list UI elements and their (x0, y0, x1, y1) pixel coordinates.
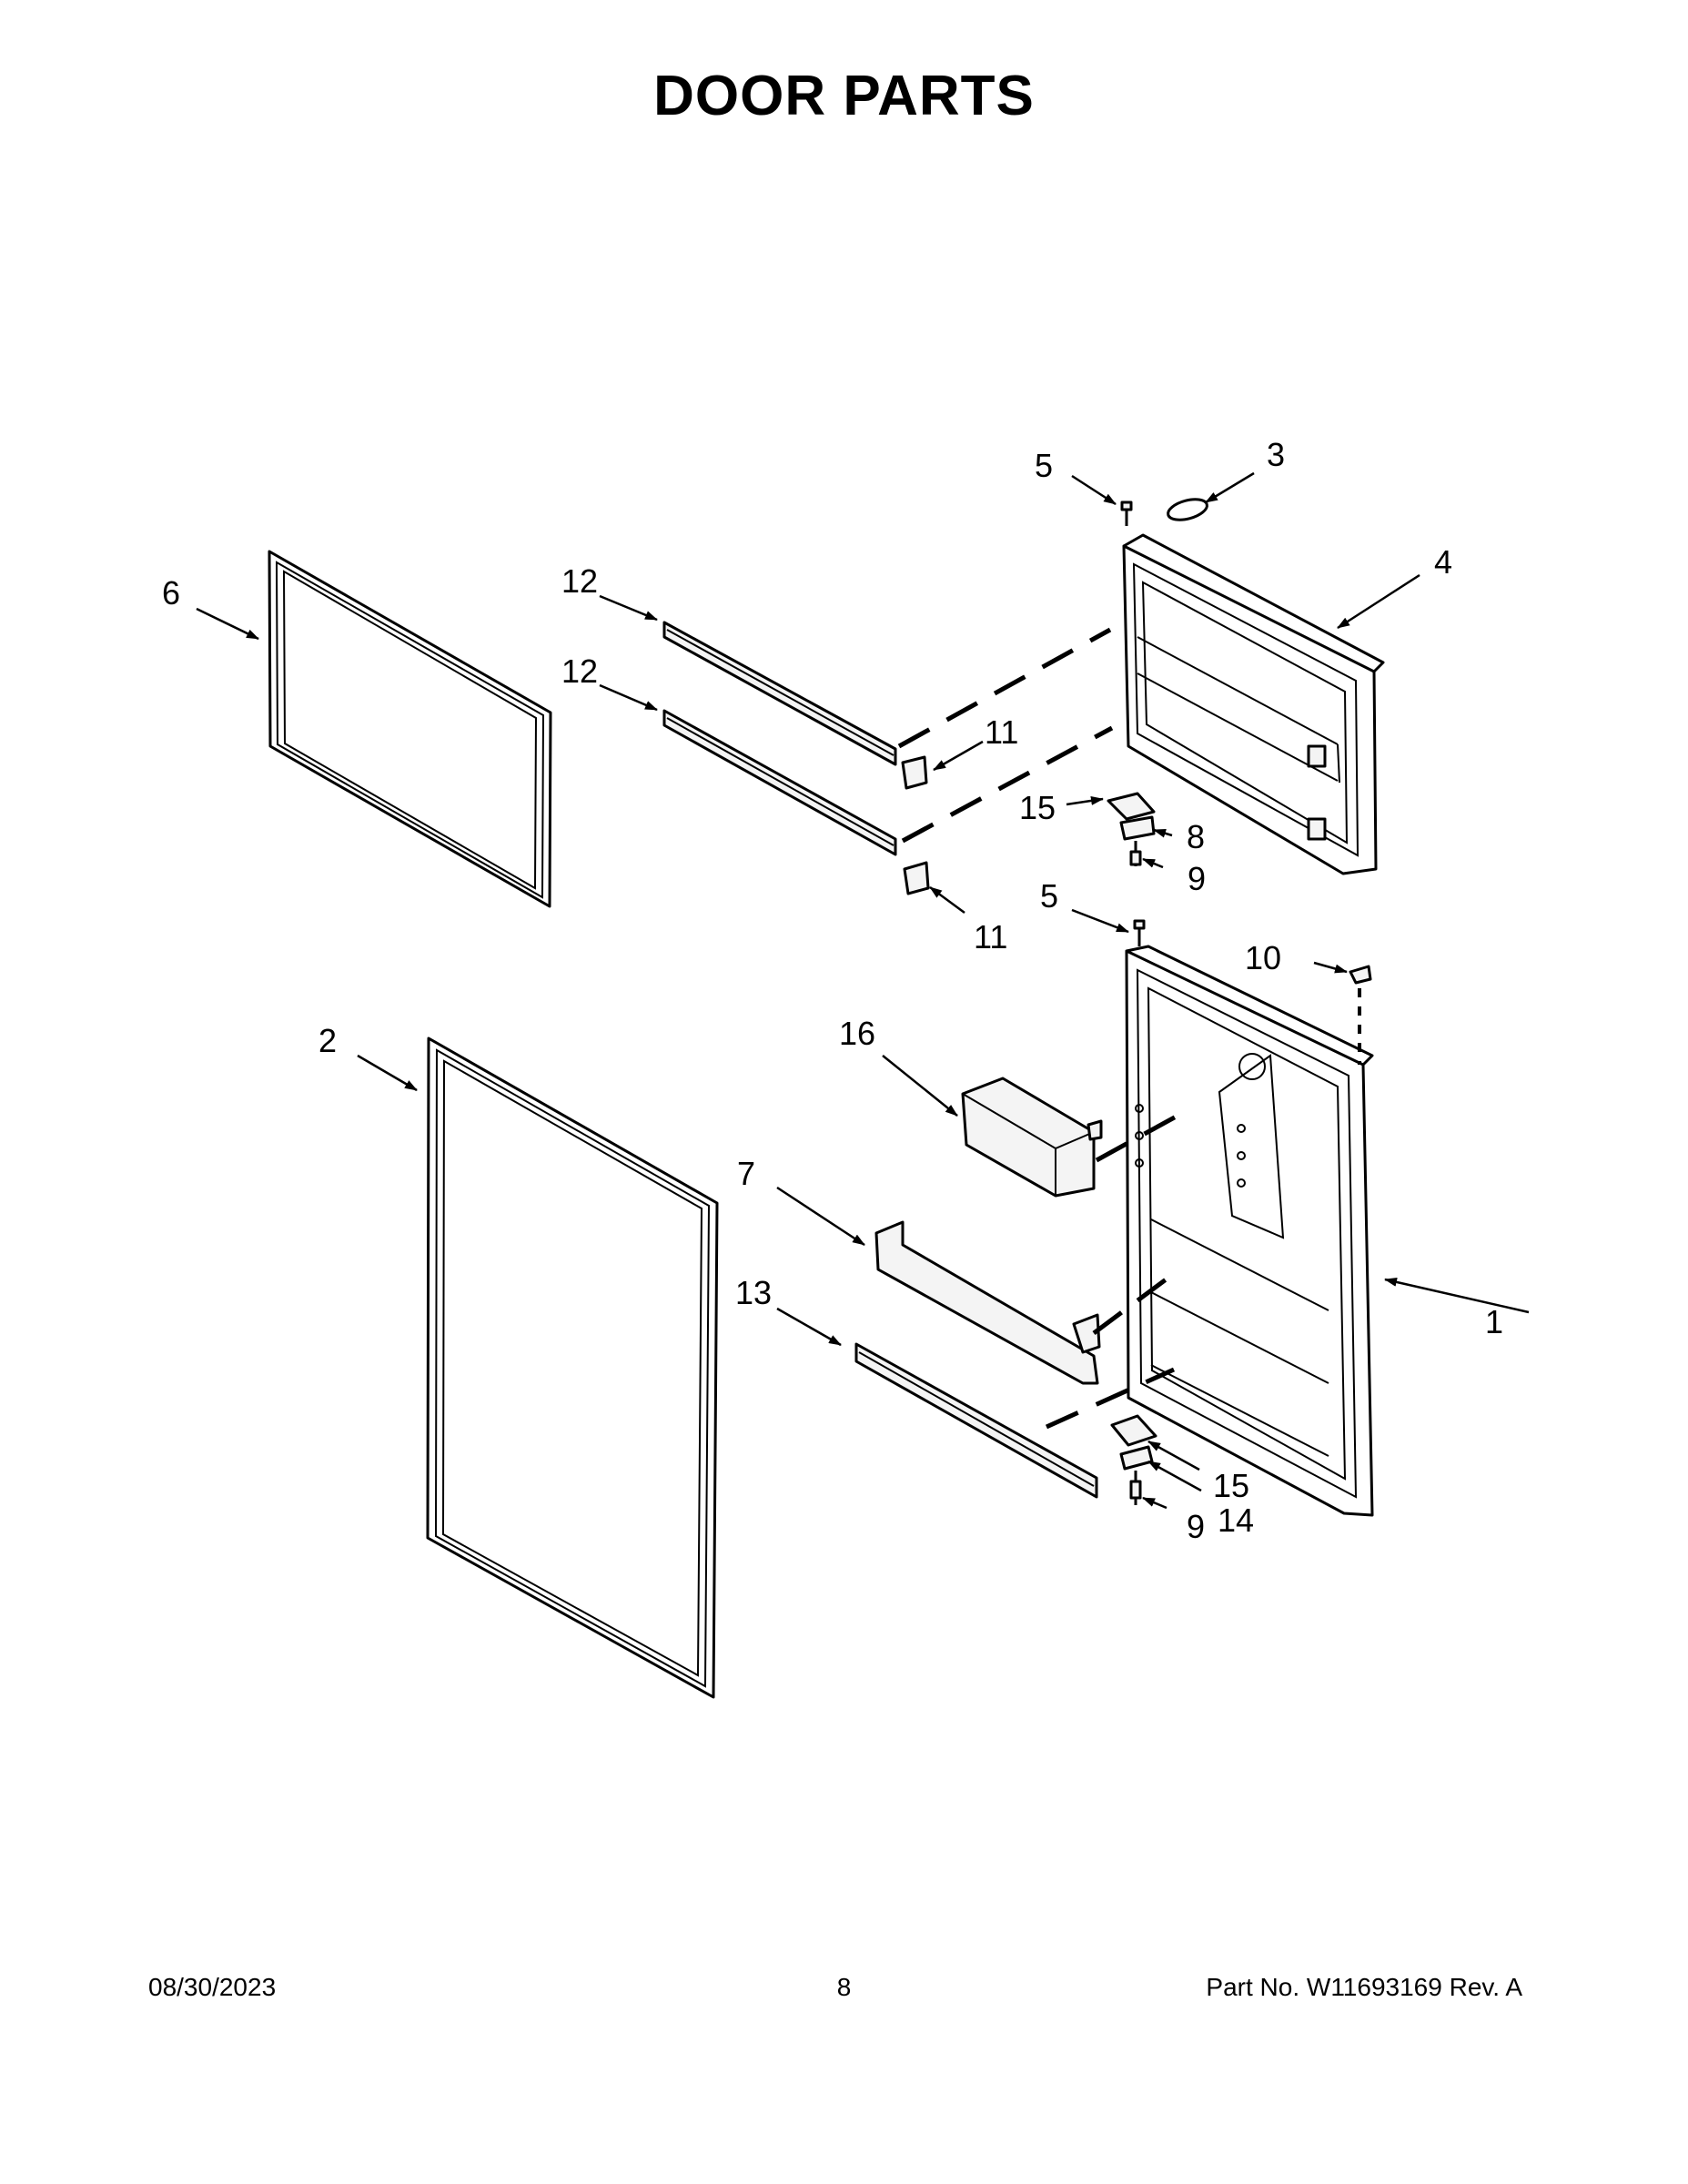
callout-14: 14 (1218, 1502, 1254, 1539)
callout-15-upper: 15 (1019, 789, 1056, 826)
door-plug-part-10 (1349, 965, 1372, 985)
callout-13: 13 (735, 1274, 772, 1311)
footer-part-number: Part No. W11693169 Rev. A (1206, 1973, 1522, 2001)
screw-part-5-lower (1133, 919, 1146, 946)
fresh-food-door-part-1 (1125, 945, 1374, 1517)
callout-11-lower: 11 (974, 918, 1007, 956)
rail-cap-part-11-upper (901, 755, 928, 790)
callout-15-lower: 15 (1213, 1467, 1249, 1504)
callout-12-lower: 12 (561, 652, 598, 690)
hinge-spacer-part-14 (1119, 1445, 1154, 1471)
callout-16: 16 (839, 1015, 875, 1052)
center-hinge-part-15 (1107, 792, 1156, 821)
leader-lines (196, 471, 1530, 1510)
callout-11-upper: 11 (985, 713, 1018, 751)
freezer-rail-part-12-lower (662, 709, 897, 856)
bottom-hinge-part-15 (1110, 1414, 1157, 1447)
fresh-food-gasket-part-2 (426, 1036, 719, 1699)
screw-part-5-upper (1120, 500, 1133, 526)
callout-10: 10 (1245, 939, 1281, 976)
callout-4: 4 (1434, 543, 1452, 581)
footer-date: 08/30/2023 (148, 1973, 277, 2001)
callout-3: 3 (1267, 436, 1285, 473)
callout-7: 7 (737, 1155, 755, 1192)
footer-page-number: 8 (836, 1973, 852, 2001)
page-title: DOOR PARTS (653, 65, 1035, 127)
assembly-lines (897, 627, 1361, 1430)
hinge-screw-part-9-lower (1129, 1471, 1142, 1505)
hinge-spacer-part-8 (1119, 815, 1156, 841)
callout-1: 1 (1485, 1303, 1503, 1340)
callout-5-lower: 5 (1040, 877, 1058, 915)
callout-12-upper: 12 (561, 562, 598, 600)
callout-5-upper: 5 (1035, 447, 1053, 484)
door-bin-part-7 (874, 1220, 1101, 1385)
rail-cap-part-11-lower (903, 861, 930, 895)
hinge-screw-part-9-upper (1129, 841, 1142, 866)
freezer-rail-part-12-upper (662, 621, 897, 766)
fresh-food-rail-part-13 (854, 1342, 1098, 1499)
freezer-gasket-part-6 (268, 550, 552, 908)
callout-9-lower: 9 (1187, 1508, 1205, 1545)
freezer-door-part-4 (1122, 533, 1385, 875)
callout-6: 6 (162, 574, 180, 612)
door-bin-part-16 (961, 1077, 1103, 1198)
callout-9-upper: 9 (1188, 860, 1206, 897)
callout-8: 8 (1187, 818, 1205, 855)
hinge-gasket-part-3 (1167, 498, 1208, 521)
callout-2: 2 (318, 1022, 337, 1059)
